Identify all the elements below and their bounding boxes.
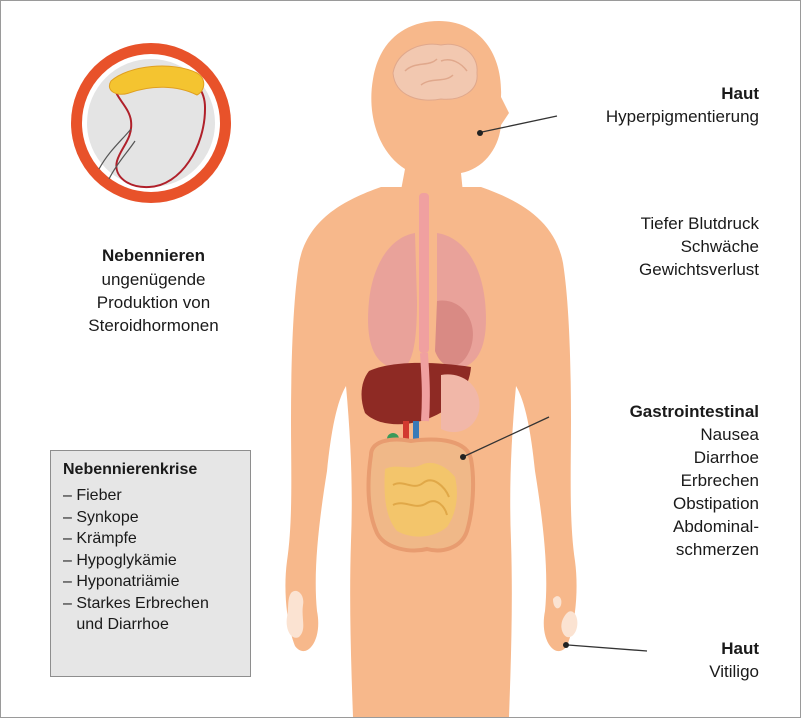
general-symptom-2: Schwäche — [561, 236, 759, 257]
gi-item-5: Abdominal- — [561, 516, 759, 537]
crisis-item: – Krämpfe — [63, 528, 209, 550]
crisis-item: – Fieber — [63, 485, 209, 507]
gi-item-1: Nausea — [561, 424, 759, 445]
adrenal-crisis-box: Nebennierenkrise – Fieber – Synkope – Kr… — [50, 450, 251, 677]
crisis-item: – Synkope — [63, 507, 209, 529]
human-body — [285, 21, 577, 717]
skin-face-description: Hyperpigmentierung — [561, 106, 759, 127]
adrenal-kidney-inset — [71, 43, 231, 203]
gi-item-6: schmerzen — [561, 539, 759, 560]
intestine-small — [385, 463, 457, 537]
skin-face-title: Haut — [561, 83, 759, 104]
skin-hand-title: Haut — [561, 638, 759, 659]
crisis-item: – Hypoglykämie — [63, 550, 209, 572]
crisis-item: und Diarrhoe — [63, 614, 209, 636]
gi-item-4: Obstipation — [561, 493, 759, 514]
adrenal-desc-line-2: Produktion von — [61, 292, 246, 313]
crisis-item: – Starkes Erbrechen — [63, 593, 209, 615]
crisis-item: – Hyponatriämie — [63, 571, 209, 593]
adrenal-title: Nebennieren — [81, 245, 226, 266]
vitiligo-left — [287, 591, 304, 638]
gi-item-2: Diarrhoe — [561, 447, 759, 468]
gi-item-3: Erbrechen — [561, 470, 759, 491]
gi-title: Gastrointestinal — [561, 401, 759, 422]
crisis-title: Nebennierenkrise — [63, 461, 197, 479]
adrenal-desc-line-1: ungenügende — [61, 269, 246, 290]
crisis-list: – Fieber – Synkope – Krämpfe – Hypoglykä… — [63, 485, 209, 636]
skin-hand-description: Vitiligo — [561, 661, 759, 682]
brain — [393, 44, 477, 100]
general-symptom-1: Tiefer Blutdruck — [561, 213, 759, 234]
general-symptom-3: Gewichtsverlust — [561, 259, 759, 280]
adrenal-desc-line-3: Steroidhormonen — [61, 315, 246, 336]
